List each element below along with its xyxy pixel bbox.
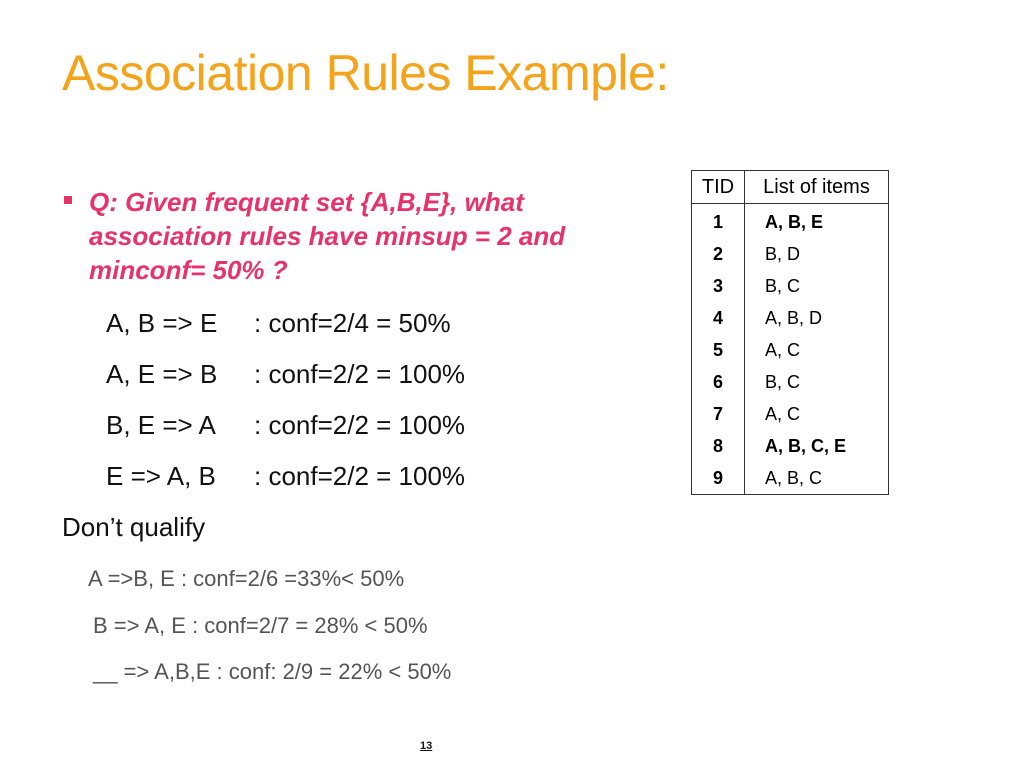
tid-cell: 7 (691, 398, 745, 430)
qualifying-rule: A, B => E : conf=2/4 = 50% (106, 308, 451, 339)
rule-conf: : conf=2/4 = 50% (254, 308, 451, 338)
rule-lhs: E => A, B (106, 461, 216, 491)
items-cell: B, D (765, 243, 801, 264)
rule-lhs: A, E => B (106, 359, 218, 389)
tid-cell: 3 (691, 270, 745, 302)
rule-conf: : conf=2/2 = 100% (254, 410, 466, 440)
items-cell: A, B, C, E (765, 435, 847, 456)
table-row: 6 B, C (691, 366, 889, 398)
tid-cell: 6 (691, 366, 745, 398)
column-header-tid: TID (691, 170, 745, 204)
items-cell: A, B, C (765, 467, 823, 488)
tid-cell: 4 (691, 302, 745, 334)
non-qualifying-rule: B => A, E : conf=2/7 = 28% < 50% (93, 613, 428, 638)
dont-qualify-heading: Don’t qualify (62, 512, 206, 542)
table-row: 9 A, B, C (691, 462, 889, 495)
rule-conf: : conf=2/2 = 100% (254, 461, 466, 491)
items-cell: A, B, E (765, 211, 824, 232)
items-cell: B, C (765, 275, 801, 296)
non-qualifying-rule: A =>B, E : conf=2/6 =33%< 50% (88, 566, 405, 591)
tid-cell: 5 (691, 334, 745, 366)
tid-cell: 2 (691, 238, 745, 270)
column-header-items: List of items (744, 170, 889, 204)
question-text: Q: Given frequent set {A,B,E}, what asso… (89, 187, 566, 285)
items-cell: A, B, D (765, 307, 823, 328)
table-row: 1 A, B, E (691, 203, 889, 238)
rule-lhs: B, E => A (106, 410, 216, 440)
table-row: 8 A, B, C, E (691, 430, 889, 462)
table-header-row: TID List of items (691, 170, 889, 204)
non-qualifying-rule: __ => A,B,E : conf: 2/9 = 22% < 50% (93, 659, 452, 684)
rule-lhs: A, B => E (106, 308, 218, 338)
bullet-square-icon (64, 196, 72, 204)
qualifying-rule: A, E => B : conf=2/2 = 100% (106, 359, 465, 390)
tid-cell: 8 (691, 430, 745, 462)
slide-title: Association Rules Example: (62, 45, 669, 101)
items-cell: A, C (765, 403, 801, 424)
qualifying-rule: E => A, B : conf=2/2 = 100% (106, 461, 465, 492)
tid-cell: 1 (691, 203, 745, 238)
qualifying-rule: B, E => A : conf=2/2 = 100% (106, 410, 465, 441)
tid-cell: 9 (691, 462, 745, 495)
table-row: 4 A, B, D (691, 302, 889, 334)
items-cell: A, C (765, 339, 801, 360)
table-row: 2 B, D (691, 238, 889, 270)
rule-conf: : conf=2/2 = 100% (254, 359, 466, 389)
table-row: 3 B, C (691, 270, 889, 302)
transactions-table: TID List of items 1 A, B, E 2 B, D 3 B, … (691, 170, 889, 495)
items-cell: B, C (765, 371, 801, 392)
table-row: 5 A, C (691, 334, 889, 366)
page-number: 13 (420, 740, 433, 752)
table-row: 7 A, C (691, 398, 889, 430)
